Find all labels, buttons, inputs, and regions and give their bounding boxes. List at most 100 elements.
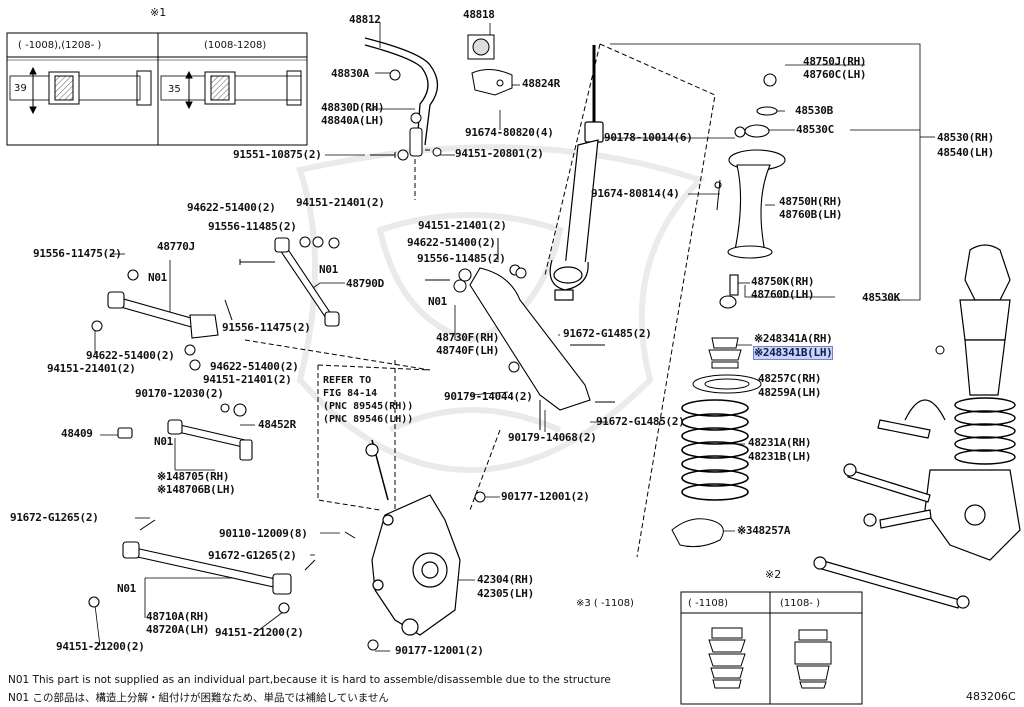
part-label-p48790d[interactable]: 48790D (346, 277, 384, 290)
part-label-p94151_21401_a[interactable]: 94151-21401(2) (296, 196, 385, 209)
stabilizer-bracket (471, 69, 513, 96)
part-label-p48530k[interactable]: 48530K (862, 291, 900, 304)
part-label-p48706b[interactable]: ※148706B(LH) (157, 483, 236, 496)
inset-left-dim-39: 39 (14, 83, 27, 94)
part-label-p94151_21401_d[interactable]: 94151-21401(2) (203, 373, 292, 386)
part-label-p48710a[interactable]: 48710A(RH) (146, 610, 210, 623)
part-label-p94622_b[interactable]: 94622-51400(2) (407, 236, 496, 249)
part-label-n01_a[interactable]: N01 (319, 263, 338, 276)
inset-left-dim-35: 35 (168, 84, 181, 95)
part-label-p94622_c[interactable]: 94622-51400(2) (86, 349, 175, 362)
part-label-p48530[interactable]: 48530(RH) (937, 131, 994, 144)
stabilizer-bushing (467, 34, 495, 60)
part-label-p48818[interactable]: 48818 (463, 8, 495, 21)
bump-stopper-new (794, 629, 832, 689)
part-label-p48760d[interactable]: 48760D(LH) (751, 288, 815, 301)
inset-box-left (6, 32, 308, 146)
part-label-p91556_11485_a[interactable]: 91556-11485(2) (208, 220, 297, 233)
part-label-p48750j[interactable]: 48750J(RH) (803, 55, 867, 68)
part-label-p48530b[interactable]: 48530B (795, 104, 833, 117)
part-label-n01_e[interactable]: N01 (117, 582, 136, 595)
stabilizer-link (389, 69, 442, 157)
part-label-p91556_11475_a[interactable]: 91556-11475(2) (33, 247, 122, 260)
part-label-n01_d[interactable]: N01 (154, 435, 173, 448)
part-label-p42304[interactable]: 42304(RH) (477, 573, 534, 586)
part-label-p48830d[interactable]: 48830D(RH) (321, 101, 385, 114)
part-label-p90179_14044[interactable]: 90179-14044(2) (444, 390, 533, 403)
part-label-p91556_11485_b[interactable]: 91556-11485(2) (417, 252, 506, 265)
part-label-p90177_a[interactable]: 90177-12001(2) (501, 490, 590, 503)
inset-left-col1-header: ( -1008),(1208- ) (18, 40, 102, 51)
inset-box-right (680, 591, 863, 705)
part-label-p90110[interactable]: 90110-12009(8) (219, 527, 308, 540)
lower-spring-insulator (671, 518, 724, 548)
part-label-p48257a[interactable]: ※348257A (737, 524, 791, 537)
part-label-p42305[interactable]: 42305(LH) (477, 587, 534, 600)
part-label-p90178[interactable]: 90178-10014(6) (604, 131, 693, 144)
part-label-p91674_80820[interactable]: 91674-80820(4) (465, 126, 554, 139)
part-label-p91672_g1265_b[interactable]: 91672-G1265(2) (208, 549, 297, 562)
part-label-p48770j[interactable]: 48770J (157, 240, 195, 253)
footnote-english: N01 This part is not supplied as an indi… (8, 674, 611, 686)
part-label-p91672_g1485_a[interactable]: 91672-G1485(2) (563, 327, 652, 340)
part-label-p48259a[interactable]: 48259A(LH) (758, 386, 822, 399)
part-label-p94151_21401_b[interactable]: 94151-21401(2) (418, 219, 507, 232)
inset-right-mark: ※2 (765, 568, 782, 581)
part-label-p48341b[interactable]: ※248341B(LH) (752, 346, 834, 360)
fasteners (91, 149, 945, 651)
part-label-p90170[interactable]: 90170-12030(2) (135, 387, 224, 400)
upper-control-arm-48730F (458, 264, 591, 411)
part-label-n01_c[interactable]: N01 (428, 295, 447, 308)
part-label-p48750h[interactable]: 48750H(RH) (779, 195, 843, 208)
part-label-p48530c[interactable]: 48530C (796, 123, 834, 136)
part-label-p90179_14068[interactable]: 90179-14068(2) (508, 431, 597, 444)
part-label-p48341a[interactable]: ※248341A(RH) (754, 332, 833, 345)
part-label-p91551[interactable]: 91551-10875(2) (233, 148, 322, 161)
refer-to-figure-note[interactable]: REFER TO FIG 84-14 (PNC 89545(RH)) (PNC … (323, 375, 414, 425)
part-label-p91556_11475_b[interactable]: 91556-11475(2) (222, 321, 311, 334)
part-label-p94151_20801[interactable]: 94151-20801(2) (455, 147, 544, 160)
part-label-n01_b[interactable]: N01 (148, 271, 167, 284)
part-label-p94151_21401_c[interactable]: 94151-21401(2) (47, 362, 136, 375)
part-label-p94151_21200_a[interactable]: 94151-21200(2) (56, 640, 145, 653)
part-label-p48824r[interactable]: 48824R (522, 77, 560, 90)
inset-left-mark: ※1 (150, 6, 167, 19)
upper-spring-insulator (692, 374, 762, 394)
inset-left-col2-header: (1008-1208) (204, 40, 267, 51)
part-label-p48540[interactable]: 48540(LH) (937, 146, 994, 159)
part-label-p48257c[interactable]: 48257C(RH) (758, 372, 822, 385)
part-label-p91672_g1265_a[interactable]: 91672-G1265(2) (10, 511, 99, 524)
part-label-p48840a[interactable]: 48840A(LH) (321, 114, 385, 127)
part-label-p90177_b[interactable]: 90177-12001(2) (395, 644, 484, 657)
inset-right-col1-header: ( -1108) (688, 598, 729, 609)
part-label-p48830a[interactable]: 48830A (331, 67, 369, 80)
stabilizer-bar (364, 37, 439, 146)
part-label-p48750k[interactable]: 48750K(RH) (751, 275, 815, 288)
part-label-p94151_21200_b[interactable]: 94151-21200(2) (215, 626, 304, 639)
part-label-p94622_a[interactable]: 94622-51400(2) (187, 201, 276, 214)
part-label-p48812[interactable]: 48812 (349, 13, 381, 26)
coil-spring (681, 399, 749, 501)
part-label-p48231a[interactable]: 48231A(RH) (748, 436, 812, 449)
lower-control-arm-48710A (88, 541, 292, 614)
inset-right-col2-header: (1108- ) (780, 598, 821, 609)
part-label-p48760c[interactable]: 48760C(LH) (803, 68, 867, 81)
shock-absorber (549, 45, 604, 301)
part-label-p48740f[interactable]: 48740F(LH) (436, 344, 500, 357)
part-label-p48452r[interactable]: 48452R (258, 418, 296, 431)
part-label-p48720a[interactable]: 48720A(LH) (146, 623, 210, 636)
upper-support-assembly (714, 73, 786, 309)
part-label-p91672_g1485_b[interactable]: 91672-G1485(2) (596, 415, 685, 428)
part-label-p48705[interactable]: ※148705(RH) (157, 470, 230, 483)
part-label-p48231b[interactable]: 48231B(LH) (748, 450, 812, 463)
toe-control-arm-48705 (117, 403, 253, 461)
upper-control-arm-48770J (107, 269, 219, 339)
part-label-p48730f[interactable]: 48730F(RH) (436, 331, 500, 344)
part-label-p94622_d[interactable]: 94622-51400(2) (210, 360, 299, 373)
part-label-p48760b[interactable]: 48760B(LH) (779, 208, 843, 221)
diagram-id: 483206C (966, 690, 1016, 703)
part-label-p48409[interactable]: 48409 (61, 427, 93, 440)
part-label-p91674_80814[interactable]: 91674-80814(4) (591, 187, 680, 200)
